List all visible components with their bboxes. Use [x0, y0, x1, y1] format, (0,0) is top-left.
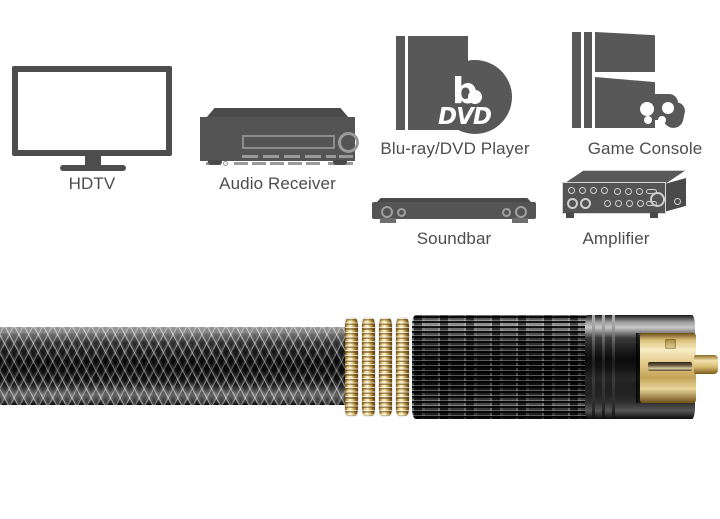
receiver-foot	[333, 160, 347, 165]
receiver-button	[288, 162, 302, 165]
bluray-b-glyph: b	[452, 71, 478, 112]
connector-gold-rings	[345, 318, 412, 416]
device-icon-game-console	[572, 32, 687, 134]
tip-shadow	[636, 333, 643, 403]
amplifier-input-port	[590, 187, 597, 194]
barrel-groove	[592, 315, 595, 419]
amplifier-input-port	[614, 188, 621, 195]
gold-ring	[379, 318, 392, 416]
console-upper-body	[595, 32, 655, 72]
amplifier-side-panel	[664, 178, 686, 212]
device-icon-bluray-dvd-player: b DVD	[396, 36, 514, 134]
receiver-button	[263, 155, 279, 158]
case-spine	[396, 36, 405, 130]
receiver-body	[200, 117, 359, 166]
receiver-button	[252, 162, 266, 165]
amplifier-side-port	[674, 198, 681, 205]
soundbar-foot	[380, 218, 396, 223]
amplifier-input-port	[625, 188, 632, 195]
amplifier-output-port	[626, 200, 633, 207]
tv-stand-base	[60, 165, 126, 171]
receiver-button	[305, 155, 321, 158]
receiver-volume-knob	[338, 132, 359, 153]
dvd-wordmark: DVD	[438, 104, 492, 130]
amplifier-knob	[650, 192, 665, 207]
receiver-button	[270, 162, 284, 165]
receiver-display	[242, 135, 335, 149]
cable-braided-jacket	[0, 327, 348, 405]
tv-stand-neck	[85, 155, 101, 167]
receiver-button	[339, 155, 353, 158]
optical-cable-product-photo	[0, 300, 720, 450]
receiver-button	[242, 155, 258, 158]
device-icon-soundbar	[372, 198, 536, 226]
amplifier-output-port	[604, 200, 611, 207]
amplifier-foot	[566, 212, 574, 218]
amplifier-input-port	[636, 188, 643, 195]
barrel-groove	[602, 315, 605, 419]
receiver-button	[284, 155, 300, 158]
gamepad-left-stick	[644, 116, 652, 124]
device-label-game-console: Game Console	[587, 139, 703, 158]
console-side-panel	[584, 32, 592, 128]
gold-ring	[345, 318, 358, 416]
soundbar-tweeter	[502, 208, 511, 217]
gamepad-action-buttons	[662, 102, 674, 114]
gold-ring	[362, 318, 375, 416]
amplifier-output-port	[567, 198, 578, 209]
barrel-groove	[612, 315, 615, 419]
amplifier-output-port	[580, 198, 591, 209]
amplifier-input-port	[579, 187, 586, 194]
receiver-button	[306, 162, 320, 165]
device-label-soundbar: Soundbar	[416, 229, 492, 248]
console-side-panel	[572, 32, 581, 128]
amplifier-top-panel	[562, 170, 686, 185]
toslink-tip-slot	[648, 362, 692, 371]
device-icon-amplifier	[546, 170, 686, 222]
amplifier-input-port	[601, 187, 608, 194]
toslink-optical-pin	[694, 355, 718, 374]
receiver-button	[326, 155, 336, 158]
gamepad-dpad	[640, 102, 654, 116]
connector-knurled-barrel	[412, 315, 594, 419]
gamepad-right-stick	[658, 116, 666, 124]
amplifier-output-port	[615, 200, 622, 207]
gamepad-icon	[625, 88, 687, 130]
receiver-button	[234, 162, 248, 165]
receiver-indicator-light	[223, 161, 228, 166]
device-icon-hdtv	[12, 66, 172, 171]
soundbar-speaker	[381, 206, 393, 218]
case-front	[408, 36, 468, 130]
device-icon-audio-receiver	[200, 108, 359, 170]
toslink-tip-notch	[665, 339, 676, 349]
device-label-bluray-dvd-player: Blu-ray/DVD Player	[380, 139, 530, 158]
receiver-button	[343, 162, 353, 165]
tv-screen-frame	[12, 66, 172, 156]
soundbar-top-panel	[376, 198, 532, 203]
amplifier-output-port	[637, 200, 644, 207]
device-label-hdtv: HDTV	[68, 174, 116, 193]
soundbar-speaker	[515, 206, 527, 218]
device-label-amplifier: Amplifier	[582, 229, 650, 248]
amplifier-input-port	[568, 187, 575, 194]
receiver-foot	[208, 160, 222, 165]
gold-ring	[396, 318, 409, 416]
amplifier-foot	[650, 212, 658, 218]
device-label-audio-receiver: Audio Receiver	[219, 174, 336, 193]
disc-center-hole	[468, 90, 482, 104]
soundbar-body	[372, 202, 536, 219]
soundbar-foot	[512, 218, 528, 223]
soundbar-tweeter	[397, 208, 406, 217]
receiver-top-panel	[206, 108, 349, 118]
